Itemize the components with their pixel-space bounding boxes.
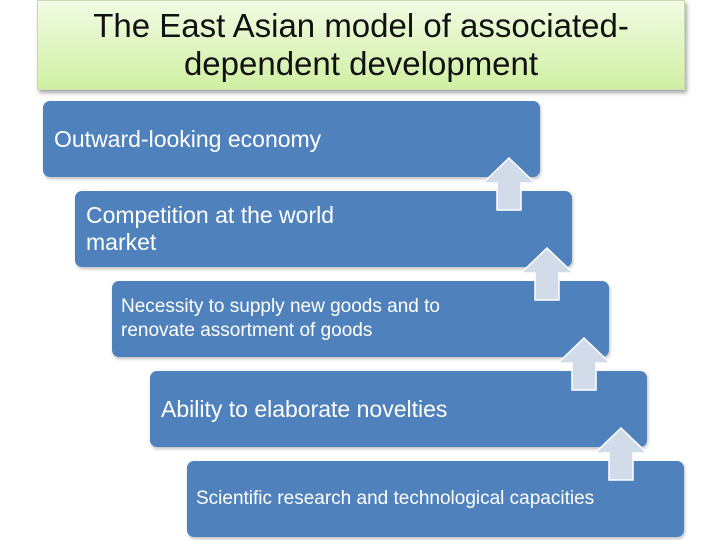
step-competition-world-market: Competition at the world market <box>75 191 572 267</box>
step-label: Competition at the world market <box>86 202 335 255</box>
step-outward-looking-economy: Outward-looking economy <box>43 101 540 177</box>
step-ability-novelties: Ability to elaborate novelties <box>150 371 647 447</box>
step-label: Ability to elaborate novelties <box>161 395 448 422</box>
title-box: The East Asian model of associated-depen… <box>37 0 685 90</box>
step-label: Outward-looking economy <box>54 125 322 152</box>
up-arrow-icon <box>481 157 537 211</box>
up-arrow-icon <box>556 337 612 391</box>
step-label: Scientific research and technological ca… <box>196 488 595 509</box>
step-necessity-new-goods: Necessity to supply new goods and to ren… <box>112 281 609 357</box>
up-arrow-icon <box>519 247 575 301</box>
step-label: Necessity to supply new goods and to ren… <box>121 296 440 341</box>
slide-title: The East Asian model of associated-depen… <box>93 7 629 82</box>
step-scientific-research: Scientific research and technological ca… <box>187 461 684 537</box>
up-arrow-icon <box>593 427 649 481</box>
